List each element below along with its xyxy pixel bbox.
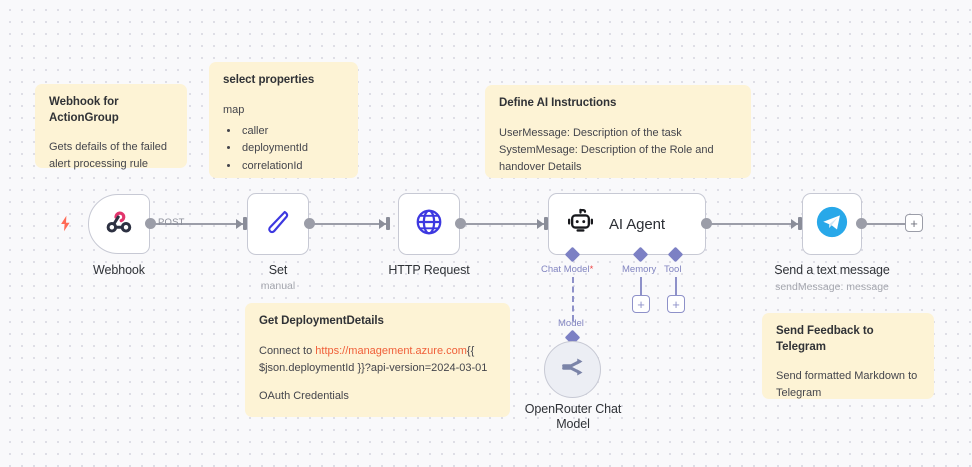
sticky-note-webhook[interactable]: Webhook for ActionGroup Gets defails of …	[35, 84, 187, 170]
list-item: deploymentId	[240, 140, 344, 158]
required-marker: *	[589, 264, 594, 275]
node-subcaption-set: manual	[260, 280, 296, 292]
pen-icon	[263, 207, 293, 242]
wire-webhook-to-set	[150, 223, 244, 225]
port-label-memory: Memory	[622, 264, 657, 275]
wire-http-to-agent	[462, 223, 545, 225]
globe-icon	[414, 207, 444, 242]
connector-tool	[675, 277, 677, 296]
sticky-note-title: select properties	[223, 74, 315, 86]
wire-label-post: POST	[158, 217, 185, 228]
output-port-set[interactable]	[304, 218, 315, 229]
node-ai-agent[interactable]: AI Agent	[548, 193, 706, 255]
output-port-telegram[interactable]	[856, 218, 867, 229]
node-caption-openrouter-line1: OpenRouter Chat	[524, 402, 622, 416]
sticky-note-telegram-feedback[interactable]: Send Feedback to Telegram Send formatted…	[762, 313, 934, 399]
port-label-model: Model	[558, 318, 584, 329]
port-label-chat-model: Chat Model*	[541, 264, 593, 275]
input-bar-http	[386, 217, 390, 230]
list-item: correlationId	[240, 158, 344, 176]
node-telegram[interactable]	[802, 193, 862, 255]
node-caption-telegram: Send a text message	[774, 263, 890, 277]
robot-icon	[566, 207, 595, 241]
sticky-note-deployment-details[interactable]: Get DeploymentDetails Connect to https:/…	[245, 303, 510, 417]
sticky-note-title: Send Feedback to Telegram	[776, 325, 874, 353]
node-http-request[interactable]	[398, 193, 460, 255]
output-port-http-request[interactable]	[455, 218, 466, 229]
node-caption-set: Set	[268, 263, 288, 277]
sticky-note-select-properties[interactable]: select properties map caller deploymentI…	[209, 62, 358, 178]
webhook-icon	[104, 207, 134, 242]
port-label-tool: Tool	[664, 264, 682, 275]
node-webhook[interactable]	[88, 194, 150, 254]
arrow-into-set	[236, 219, 243, 229]
trigger-bolt-icon	[58, 215, 73, 235]
node-openrouter-chat-model[interactable]	[544, 341, 601, 398]
wire-set-to-http	[311, 223, 387, 225]
add-memory-button[interactable]: +	[632, 295, 650, 313]
input-bar-agent	[544, 217, 548, 230]
node-label-ai-agent: AI Agent	[609, 215, 665, 233]
telegram-icon	[815, 205, 849, 244]
sticky-note-line-2: SystemMesage: Description of the Role an…	[499, 143, 714, 173]
arrow-into-agent	[537, 219, 544, 229]
arrow-into-http	[379, 219, 386, 229]
connector-chat-model	[572, 277, 574, 321]
openrouter-icon	[558, 352, 588, 387]
add-next-node-button[interactable]: +	[905, 214, 923, 232]
list-item: caller	[240, 123, 344, 141]
sticky-note-body: Send formatted Markdown to Telegram	[776, 370, 918, 400]
connector-memory	[640, 277, 642, 296]
azure-management-link[interactable]: https://management.azure.com	[315, 344, 467, 357]
sticky-note-connect-line: Connect to https://management.azure.com{…	[259, 343, 496, 377]
node-set[interactable]	[247, 193, 309, 255]
sticky-note-title: Get DeploymentDetails	[259, 315, 384, 327]
port-label-text: Chat Model	[541, 264, 590, 275]
output-port-webhook[interactable]	[145, 218, 156, 229]
wire-agent-to-telegram	[706, 223, 799, 225]
node-caption-openrouter-line2: Model	[556, 417, 590, 431]
sticky-note-body: Gets defails of the failed alert process…	[49, 141, 168, 171]
sticky-note-footer: OAuth Credentials	[259, 389, 349, 402]
connect-prefix: Connect to	[259, 344, 316, 357]
add-tool-button[interactable]: +	[667, 295, 685, 313]
sticky-note-ai-instructions[interactable]: Define AI Instructions UserMessage: Desc…	[485, 85, 751, 178]
spacer	[259, 377, 496, 388]
sticky-note-title: Webhook for ActionGroup	[49, 96, 119, 124]
connect-suffix: {{ $json.deploymentId }}?api-version=202…	[259, 344, 488, 374]
wire-telegram-to-add	[860, 223, 908, 225]
sticky-note-line-1: UserMessage: Description of the task	[499, 126, 682, 139]
arrow-into-telegram	[791, 219, 798, 229]
node-caption-webhook: Webhook	[93, 263, 145, 277]
input-bar-telegram	[798, 217, 802, 230]
input-bar-set	[243, 217, 247, 230]
node-subcaption-telegram: sendMessage: message	[775, 281, 889, 293]
sticky-note-list: caller deploymentId correlationId	[223, 123, 344, 176]
lightning-bolt-shape	[61, 215, 70, 232]
output-port-ai-agent[interactable]	[701, 218, 712, 229]
node-caption-http-request: HTTP Request	[388, 263, 470, 277]
sticky-note-subtitle: map	[223, 103, 245, 116]
sticky-note-title: Define AI Instructions	[499, 97, 617, 109]
